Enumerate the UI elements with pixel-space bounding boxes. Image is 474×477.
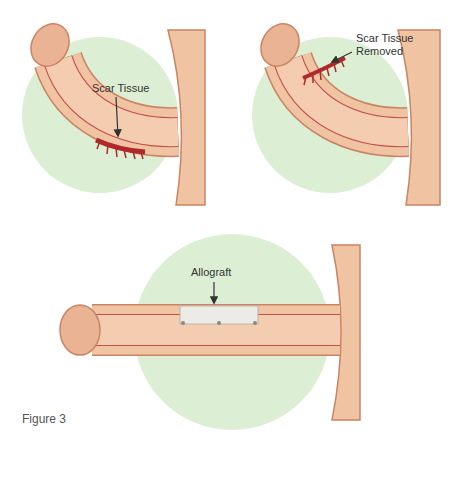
callout-label: Scar Tissue [92,82,149,95]
leader-arrow [116,97,118,136]
straightened-penis [60,245,360,420]
leader-arrow [332,52,352,62]
callout-label: Allograft [191,266,231,279]
callout-label: Scar Tissue Removed [356,32,428,58]
curved-penis-excised [253,17,440,205]
figure-caption: Figure 3 [22,412,66,426]
curved-penis [23,17,205,205]
leader-arrow [213,282,214,303]
allograft-patch [180,306,258,324]
